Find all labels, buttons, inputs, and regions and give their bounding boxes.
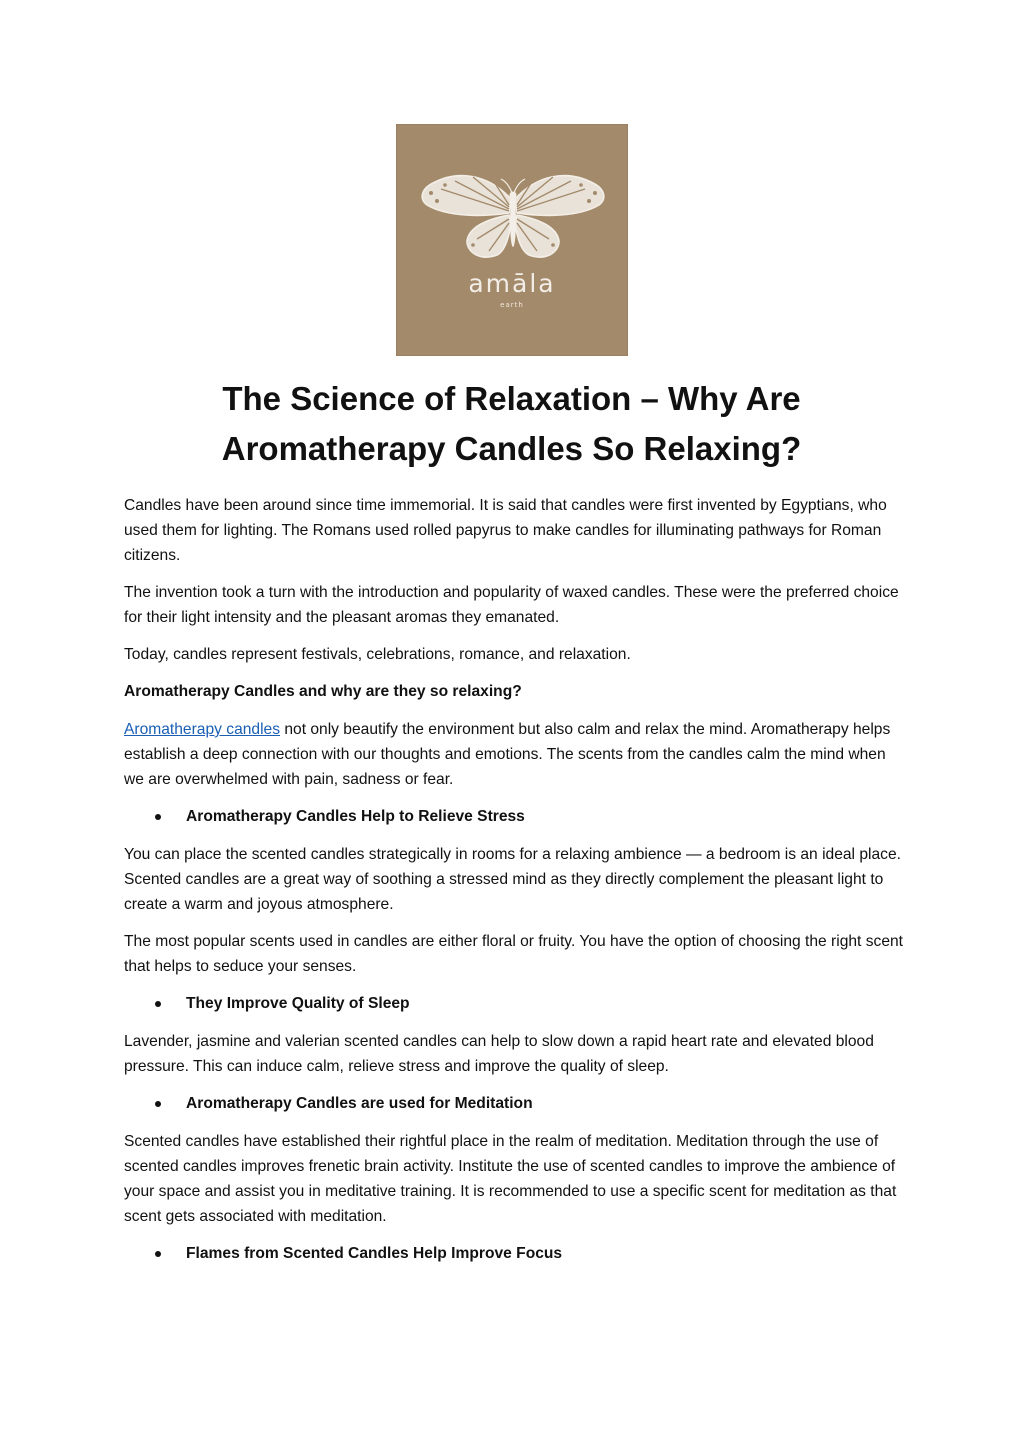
brand-logo: amāla earth (396, 124, 628, 356)
section-paragraph: Lavender, jasmine and valerian scented c… (124, 1033, 874, 1075)
bullet-heading: Aromatherapy Candles are used for Medita… (124, 1091, 904, 1116)
link-paragraph-text: not only beautify the environment but al… (124, 721, 891, 788)
bullet-heading-text: Aromatherapy Candles Help to Relieve Str… (186, 808, 525, 825)
section-subheading: Aromatherapy Candles and why are they so… (124, 683, 522, 700)
bullet-icon (155, 1101, 161, 1107)
bullet-heading: Aromatherapy Candles Help to Relieve Str… (124, 804, 904, 829)
page-title: The Science of Relaxation – Why Are Arom… (221, 380, 802, 467)
bullet-heading-text: Aromatherapy Candles are used for Medita… (186, 1095, 533, 1112)
bullet-heading: They Improve Quality of Sleep (124, 991, 904, 1016)
link-paragraph: Aromatherapy candles not only beautify t… (124, 717, 904, 792)
section-paragraph: Scented candles have established their r… (124, 1133, 897, 1225)
bullet-icon (155, 1251, 161, 1257)
intro-paragraph: Today, candles represent festivals, cele… (124, 646, 631, 663)
bullet-icon (155, 1001, 161, 1007)
brand-name: amāla (468, 269, 556, 298)
aromatherapy-candles-link[interactable]: Aromatherapy candles (124, 721, 281, 738)
bullet-heading-text: They Improve Quality of Sleep (186, 995, 410, 1012)
section-paragraph: You can place the scented candles strate… (124, 846, 901, 913)
bullet-heading-text: Flames from Scented Candles Help Improve… (186, 1245, 563, 1262)
bullet-icon (155, 814, 161, 820)
intro-paragraph: The invention took a turn with the intro… (124, 584, 899, 626)
butterfly-icon (421, 174, 605, 258)
intro-paragraph: Candles have been around since time imme… (124, 497, 887, 564)
brand-tagline: earth (500, 301, 524, 309)
bullet-heading: Flames from Scented Candles Help Improve… (124, 1241, 904, 1266)
section-paragraph: The most popular scents used in candles … (124, 933, 903, 975)
article-body: Candles have been around since time imme… (124, 493, 904, 1279)
